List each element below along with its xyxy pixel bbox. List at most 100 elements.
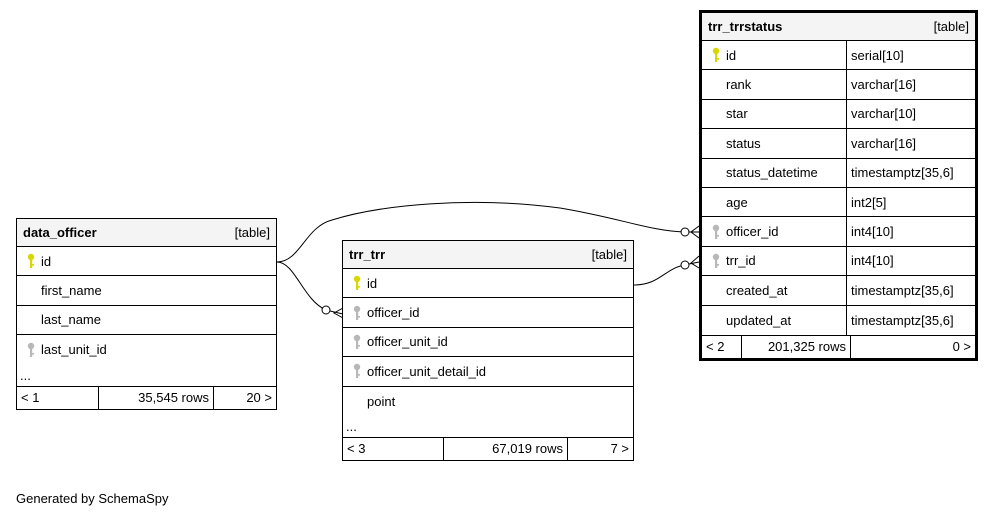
column-name-cell: officer_unit_detail_id: [343, 357, 633, 385]
column-name-cell: officer_unit_id: [343, 328, 633, 356]
edge-trr-to-trrstatus: [633, 264, 686, 286]
column-name: rank: [726, 77, 752, 93]
column-name-cell: first_name: [17, 276, 276, 304]
row-count: 201,325 rows: [742, 335, 851, 358]
column-name: updated_at: [726, 312, 792, 328]
column-name-cell: created_at: [702, 276, 846, 304]
column-type: int2[5]: [846, 187, 975, 217]
column-name-cell: id: [17, 247, 276, 275]
column-name: status: [726, 135, 761, 151]
column-row[interactable]: last_unit_id: [17, 335, 276, 364]
column-row[interactable]: first_name: [17, 276, 276, 306]
foreign-key-icon: [706, 253, 726, 269]
child-count[interactable]: 0 >: [952, 339, 971, 355]
table-header: data_officer [table]: [17, 219, 276, 247]
column-type: varchar[16]: [846, 70, 975, 99]
parent-count[interactable]: < 1: [17, 386, 99, 409]
primary-key-icon: [706, 47, 726, 63]
column-name: age: [726, 194, 748, 210]
column-name-cell: officer_id: [702, 217, 846, 245]
foreign-key-icon: [706, 224, 726, 240]
column-type: timestamptz[35,6]: [846, 276, 975, 305]
column-name: officer_id: [367, 305, 420, 321]
column-row[interactable]: officer_unit_detail_id: [343, 357, 633, 387]
column-row[interactable]: id: [343, 269, 633, 299]
column-name: last_unit_id: [41, 342, 107, 358]
column-row[interactable]: officer_id: [343, 298, 633, 328]
table-trr-trr[interactable]: trr_trr [table] id officer_id officer_unit…: [342, 240, 634, 461]
column-name: id: [41, 253, 52, 269]
column-name-cell: updated_at: [702, 306, 846, 335]
column-name: id: [367, 275, 378, 291]
column-row[interactable]: id: [17, 247, 276, 277]
column-type: int4[10]: [846, 217, 975, 246]
child-count[interactable]: 20 >: [246, 390, 272, 406]
column-name-cell: star: [702, 100, 846, 128]
column-row[interactable]: officer_unit_id: [343, 328, 633, 358]
column-name: created_at: [726, 282, 788, 298]
edge-optional-marker: [321, 305, 331, 315]
column-name: point: [367, 393, 396, 409]
edge-officer-to-trr: [276, 261, 327, 311]
foreign-key-icon: [347, 334, 367, 350]
column-name-cell: officer_id: [343, 298, 633, 326]
foreign-key-icon: [21, 342, 41, 358]
column-name-cell: rank: [702, 70, 846, 98]
edge-optional-marker: [680, 260, 690, 270]
column-type: varchar[10]: [846, 99, 975, 129]
column-name: status_datetime: [726, 165, 818, 181]
column-name-cell: trr_id: [702, 247, 846, 275]
column-row[interactable]: status_datetime timestamptz[35,6]: [702, 158, 975, 188]
column-type: timestamptz[35,6]: [846, 305, 975, 335]
foreign-key-icon: [347, 305, 367, 321]
table-kind: [table]: [234, 225, 270, 240]
column-type: timestamptz[35,6]: [846, 158, 975, 187]
more-columns-ellipsis: ...: [17, 365, 276, 387]
column-name: last_name: [41, 312, 101, 328]
column-name-cell: age: [702, 188, 846, 216]
row-count: 67,019 rows: [444, 437, 568, 460]
table-name: trr_trrstatus: [708, 19, 783, 34]
column-name-cell: status_datetime: [702, 159, 846, 187]
column-name-cell: point: [343, 387, 633, 416]
table-header: trr_trr [table]: [343, 241, 633, 269]
column-name: trr_id: [726, 253, 756, 269]
column-name: first_name: [41, 283, 102, 299]
column-name-cell: last_unit_id: [17, 335, 276, 364]
table-data-officer[interactable]: data_officer [table] id first_name last_na…: [16, 218, 277, 410]
column-row[interactable]: point: [343, 387, 633, 416]
table-name: trr_trr: [349, 247, 386, 262]
table-name: data_officer: [23, 225, 97, 240]
child-count[interactable]: 7 >: [610, 441, 629, 457]
column-row[interactable]: last_name: [17, 306, 276, 336]
table-kind: [table]: [933, 19, 969, 34]
primary-key-icon: [21, 253, 41, 269]
column-row[interactable]: trr_id int4[10]: [702, 246, 975, 277]
parent-count[interactable]: < 2: [702, 335, 742, 358]
primary-key-icon: [347, 275, 367, 291]
column-row[interactable]: rank varchar[16]: [702, 70, 975, 100]
column-name-cell: id: [343, 269, 633, 297]
column-name: star: [726, 106, 748, 122]
parent-count[interactable]: < 3: [343, 437, 444, 460]
table-footer: < 2 201,325 rows 0 >: [702, 334, 975, 358]
column-row[interactable]: star varchar[10]: [702, 99, 975, 130]
column-type: int4[10]: [846, 246, 975, 276]
generated-by-caption: Generated by SchemaSpy: [16, 491, 169, 506]
table-footer: < 1 35,545 rows 20 >: [17, 386, 276, 409]
column-row[interactable]: updated_at timestamptz[35,6]: [702, 305, 975, 335]
column-row[interactable]: age int2[5]: [702, 187, 975, 218]
edge-crowfoot-marker: [689, 225, 700, 239]
table-header: trr_trrstatus [table]: [702, 13, 975, 41]
column-name-cell: last_name: [17, 306, 276, 334]
column-name-cell: id: [702, 41, 846, 69]
column-row[interactable]: created_at timestamptz[35,6]: [702, 276, 975, 306]
table-footer: < 3 67,019 rows 7 >: [343, 437, 633, 460]
edge-optional-marker: [680, 227, 690, 237]
column-name: id: [726, 47, 737, 63]
column-name-cell: status: [702, 129, 846, 157]
